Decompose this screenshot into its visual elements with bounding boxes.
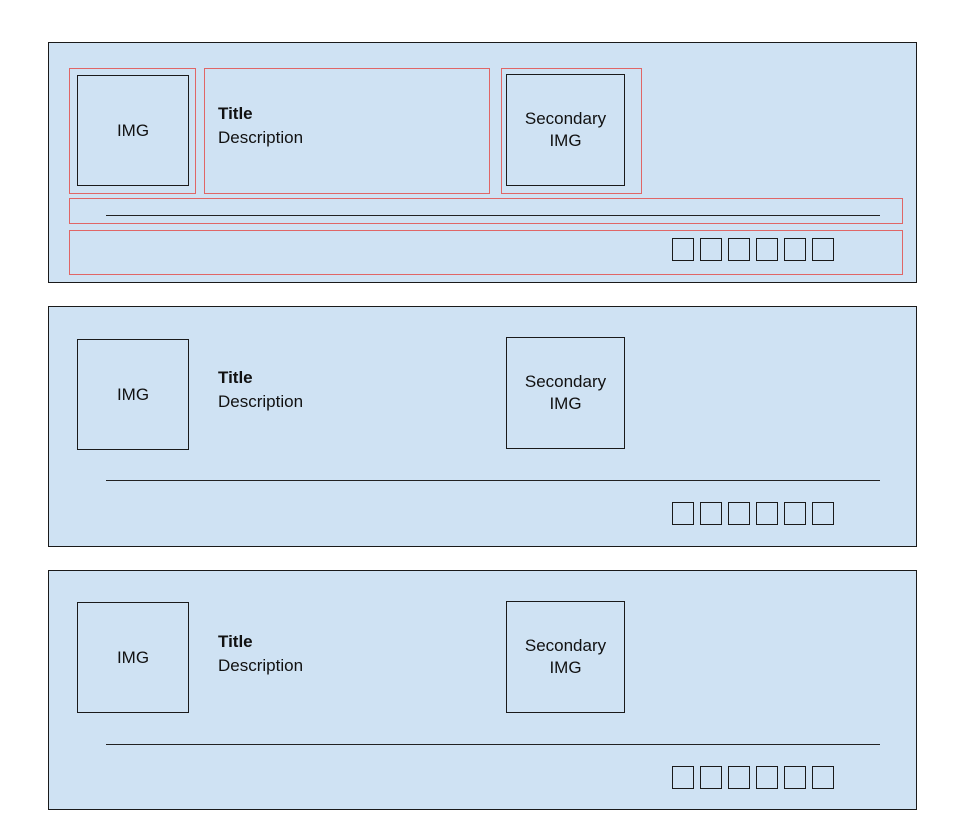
divider-line xyxy=(106,744,880,745)
thumbnail-square[interactable] xyxy=(812,238,834,261)
thumbnail-square[interactable] xyxy=(812,502,834,525)
thumbnail-square[interactable] xyxy=(700,238,722,261)
main-image-label: IMG xyxy=(116,120,150,140)
text-region xyxy=(204,68,490,194)
card-description: Description xyxy=(218,128,304,147)
secondary-image-placeholder: Secondary IMG xyxy=(506,601,625,713)
thumbnail-row xyxy=(672,766,834,789)
main-image-placeholder: IMG xyxy=(77,339,189,450)
image-region xyxy=(69,68,196,194)
thumbnail-square[interactable] xyxy=(756,766,778,789)
card-3: IMG Title Description Secondary IMG xyxy=(48,570,917,810)
thumbnail-square[interactable] xyxy=(672,502,694,525)
secondary-image-placeholder: Secondary IMG xyxy=(506,337,625,449)
thumbnail-square[interactable] xyxy=(672,238,694,261)
card-description: Description xyxy=(218,392,304,411)
thumbnail-square[interactable] xyxy=(728,766,750,789)
secondary-image-label: Secondary IMG xyxy=(524,636,607,677)
thumbnail-square[interactable] xyxy=(812,766,834,789)
main-image-placeholder: IMG xyxy=(77,602,189,713)
main-image-label: IMG xyxy=(116,647,150,667)
thumbnail-square[interactable] xyxy=(700,766,722,789)
card-description: Description xyxy=(218,656,304,675)
thumbnail-square[interactable] xyxy=(756,502,778,525)
divider-line xyxy=(106,480,880,481)
divider-line xyxy=(106,215,880,216)
thumbnail-square[interactable] xyxy=(784,238,806,261)
card-title: Title xyxy=(218,368,253,387)
card-1: IMG Title Description Secondary IMG xyxy=(48,42,917,283)
thumbnail-square[interactable] xyxy=(672,766,694,789)
secondary-image-placeholder: Secondary IMG xyxy=(506,74,625,186)
thumbnail-square[interactable] xyxy=(728,238,750,261)
text-block: Title Description xyxy=(218,366,303,414)
secondary-image-label: Secondary IMG xyxy=(524,372,607,413)
main-image-placeholder: IMG xyxy=(77,75,189,186)
text-block: Title Description xyxy=(218,102,303,150)
thumbnail-square[interactable] xyxy=(784,766,806,789)
text-block: Title Description xyxy=(218,630,303,678)
thumbnail-row xyxy=(672,238,834,261)
thumbnail-square[interactable] xyxy=(784,502,806,525)
thumbnail-square[interactable] xyxy=(728,502,750,525)
thumbnail-row xyxy=(672,502,834,525)
card-title: Title xyxy=(218,104,253,123)
secondary-image-label: Secondary IMG xyxy=(524,109,607,150)
card-2: IMG Title Description Secondary IMG xyxy=(48,306,917,547)
divider-region xyxy=(69,198,903,224)
thumbnail-square[interactable] xyxy=(756,238,778,261)
secondary-image-region xyxy=(501,68,642,194)
card-title: Title xyxy=(218,632,253,651)
thumbnails-region xyxy=(69,230,903,275)
thumbnail-square[interactable] xyxy=(700,502,722,525)
main-image-label: IMG xyxy=(116,384,150,404)
